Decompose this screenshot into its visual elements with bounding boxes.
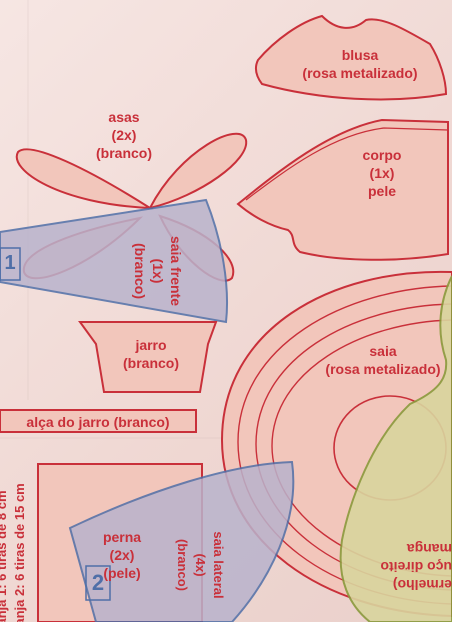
saia-name: saia xyxy=(369,343,397,359)
perna-qty: (2x) xyxy=(109,547,135,563)
jarro-piece xyxy=(78,321,218,393)
franja1-text: franja 1: 6 tiras de 8 cm xyxy=(0,490,9,622)
saia-frente-qty: (1x) xyxy=(150,258,166,284)
saia-lateral-piece xyxy=(68,460,295,622)
franja-labels: franja 1: 6 tiras de 8 cm franja 2: 6 ti… xyxy=(0,457,29,622)
asas-label: asas (2x) (branco) xyxy=(84,108,164,162)
corpo-color: pele xyxy=(367,183,396,199)
alca-piece xyxy=(0,409,197,433)
saia-lateral-color: (branco) xyxy=(175,539,190,591)
asas-color: (branco) xyxy=(96,145,152,161)
jarro-label: jarro (branco) xyxy=(112,336,190,372)
corpo-qty: (1x) xyxy=(369,165,395,181)
jarro-name: jarro xyxy=(135,337,167,353)
saia-frente-name: saia frente xyxy=(168,235,184,307)
blusa-note: (rosa metalizado) xyxy=(302,65,418,81)
blusa-piece xyxy=(254,14,448,101)
saia-label: saia (rosa metalizado) xyxy=(320,342,446,378)
corpo-label: corpo (1x) pele xyxy=(346,146,418,200)
saia-lateral-label: saia lateral (4x) (branco) xyxy=(173,519,227,611)
manga-label: ermelho) uço direito manga xyxy=(372,540,452,594)
asas-qty: (2x) xyxy=(111,127,137,143)
asas-name: asas xyxy=(108,109,140,125)
franja2-text: franja 2: 6 tiras de 15 cm xyxy=(12,483,27,622)
perna-label: perna (2x) (pele) xyxy=(92,528,152,582)
perna-color: (pele) xyxy=(103,565,141,581)
marker-1-box xyxy=(0,247,21,281)
saia-lateral-name: saia lateral xyxy=(211,531,226,599)
marker-2-box xyxy=(85,565,111,601)
saia-frente-color: (branco) xyxy=(132,243,148,299)
manga-piece xyxy=(339,275,452,622)
manga-line3: ermelho) xyxy=(392,577,452,593)
corpo-piece xyxy=(236,118,449,261)
saia-lateral-qty: (4x) xyxy=(193,553,208,577)
blusa-label: blusa (rosa metalizado) xyxy=(292,46,428,82)
saia-frente-label: saia frente (1x) (branco) xyxy=(131,223,185,319)
marker-2: 2 xyxy=(91,570,105,595)
manga-line2: uço direito xyxy=(380,559,452,575)
saia-frente-piece xyxy=(0,198,229,324)
corpo-inner-line xyxy=(245,127,449,201)
alca-label: alça do jarro (branco) xyxy=(26,414,170,430)
corpo-name: corpo xyxy=(362,147,402,163)
saia-color: (rosa metalizado) xyxy=(325,361,441,377)
perna-name: perna xyxy=(102,529,142,545)
blusa-name: blusa xyxy=(341,47,379,63)
marker-1: 1 xyxy=(4,252,16,274)
jarro-color: (branco) xyxy=(123,355,179,371)
manga-line1: manga xyxy=(406,541,452,557)
